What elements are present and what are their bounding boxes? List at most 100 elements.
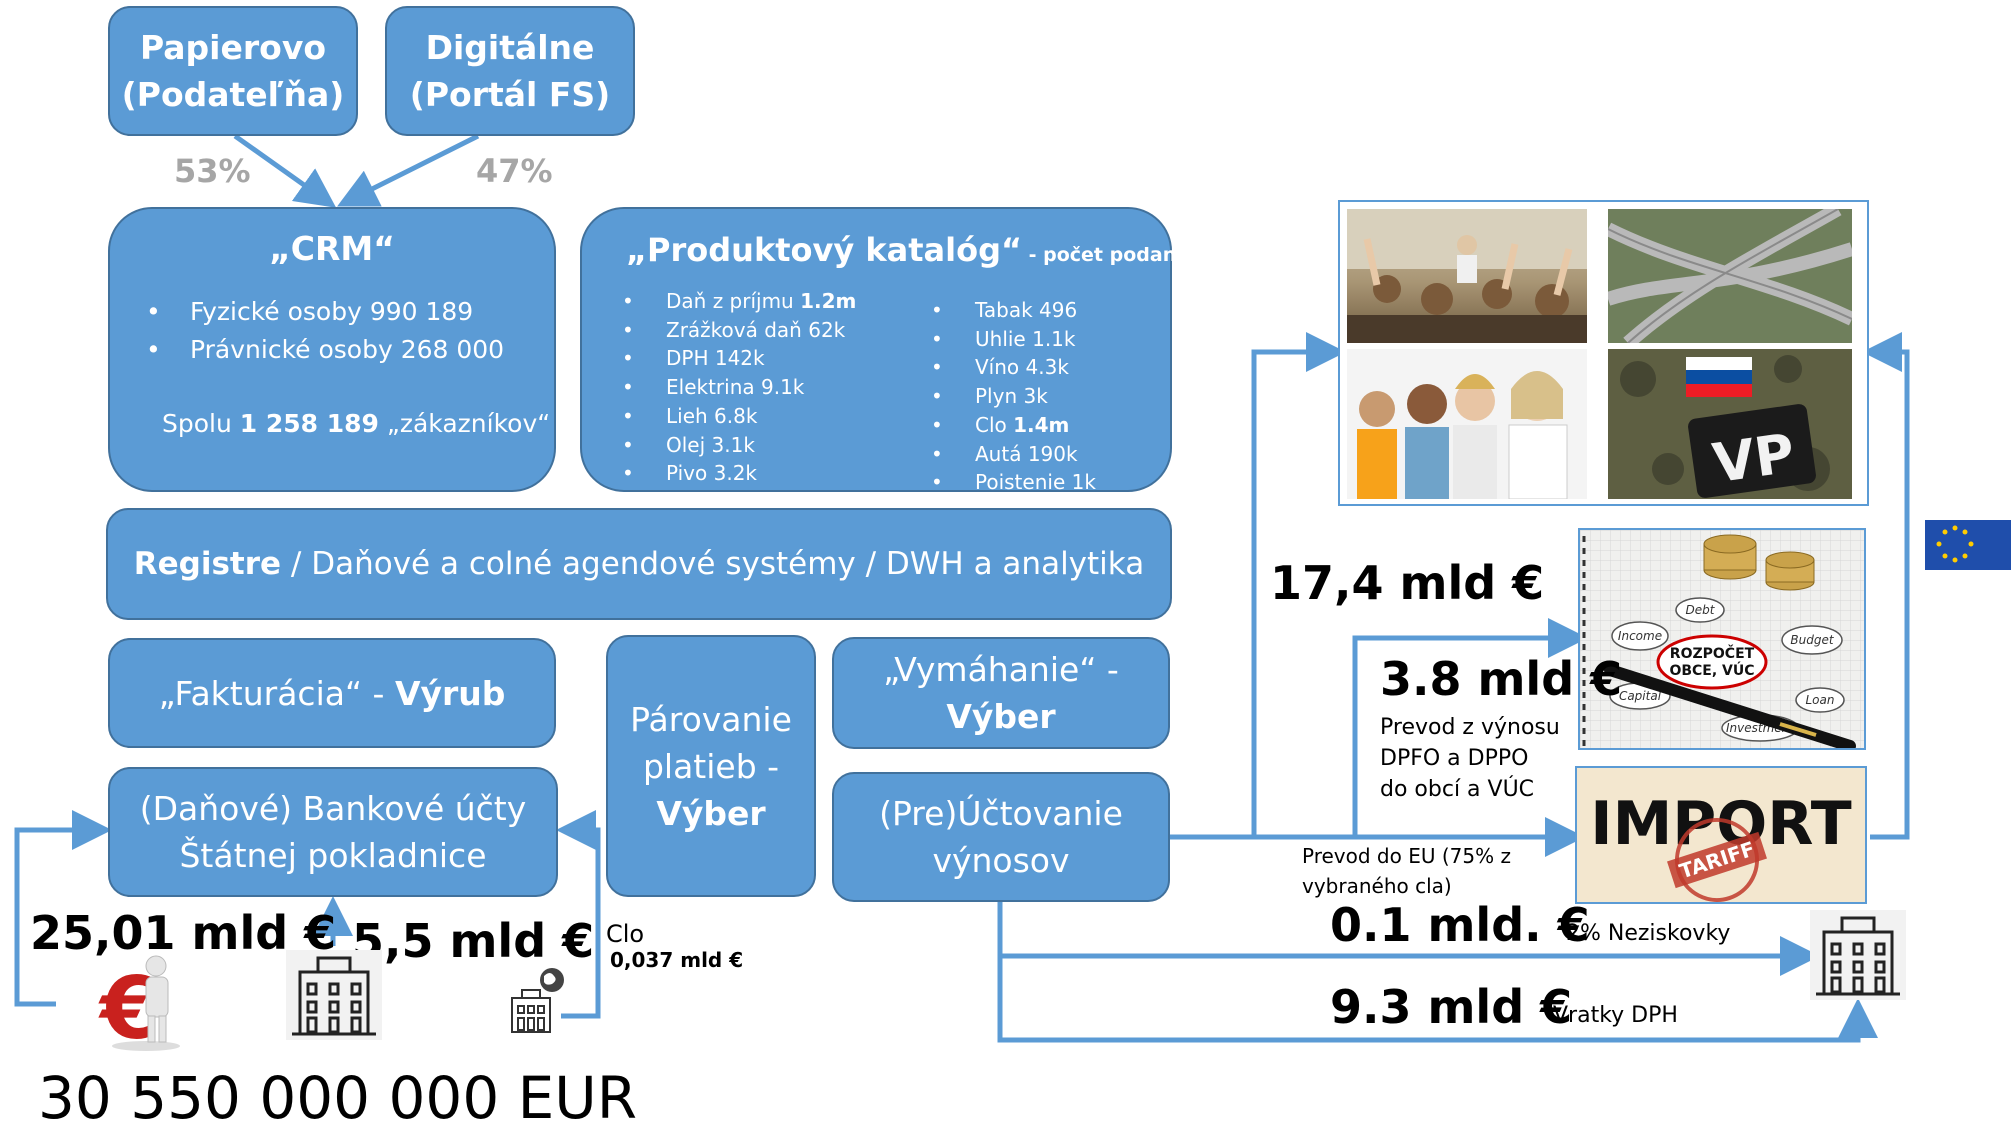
catalog-item: DPH 142k — [618, 344, 856, 373]
catalog-item: Elektrina 9.1k — [618, 373, 856, 402]
catalog-item: Poistenie 1k — [927, 468, 1096, 497]
crm-total-value: 1 258 189 — [239, 409, 379, 438]
crm-title: „CRM“ — [269, 229, 395, 268]
enforcement-bold: Výber — [946, 697, 1056, 736]
vp-badge-text: VP — [1709, 421, 1798, 495]
municipal-note-line: do obcí a VÚC — [1380, 777, 1535, 802]
catalog-left-list: Daň z príjmu 1.2mZrážková daň 62kDPH 142… — [618, 287, 856, 488]
catalog-item-label: Zrážková daň 62k — [666, 317, 846, 342]
registers-rest: / Daňové a colné agendové systémy / DWH … — [281, 546, 1145, 582]
catalog-item-label: Poistenie 1k — [975, 470, 1096, 495]
catalog-item-label: Clo — [975, 412, 1014, 437]
catalog-item: Víno 4.3k — [927, 353, 1096, 382]
bank-accounts-line1: (Daňové) Bankové účty — [139, 789, 527, 828]
catalog-item: Lieh 6.8k — [618, 402, 856, 431]
municipal-amount: 3.8 mld € — [1380, 652, 1623, 706]
bank-accounts-box: (Daňové) Bankové účty Štátnej pokladnice — [108, 767, 558, 897]
catalog-item-value: 1.2m — [800, 289, 857, 313]
budget-word: Income — [1618, 629, 1662, 643]
channel-paper-line2: (Podateľňa) — [121, 75, 345, 114]
matching-line1: Párovanie — [630, 699, 792, 739]
building-icon — [286, 950, 382, 1040]
crm-total-suffix: „zákazníkov“ — [378, 409, 551, 438]
crm-box: „CRM“ Fyzické osoby 990 189 Právnické os… — [108, 207, 556, 492]
eu-note-line: Prevod do EU (75% z — [1302, 844, 1511, 868]
budget-amount: 17,4 mld € — [1270, 556, 1545, 610]
catalog-item: Tabak 496 — [927, 296, 1096, 325]
vat-amount: 9.3 mld € — [1330, 980, 1573, 1034]
budget-word: Debt — [1686, 603, 1716, 617]
catalog-item: Zrážková daň 62k — [618, 316, 856, 345]
catalog-item-label: Olej 3.1k — [666, 432, 755, 457]
registers-bar: Registre / Daňové a colné agendové systé… — [106, 508, 1172, 620]
matching-box: Párovanie platieb - Výber — [606, 635, 816, 897]
crm-item: Fyzické osoby 990 189 — [142, 293, 504, 331]
catalog-item-label: Pivo 3.2k — [666, 461, 757, 486]
eu-transfer-note: Prevod do EU (75% z vybraného cla) — [1302, 841, 1511, 901]
accounting-line2: výnosov — [932, 841, 1070, 880]
catalog-item: Daň z príjmu 1.2m — [618, 287, 856, 316]
catalog-item-label: Víno 4.3k — [975, 355, 1069, 380]
enforcement-line1: „Vymáhanie“ - — [883, 650, 1119, 689]
import-tariff-image: IMPORT TARIFF — [1575, 766, 1867, 904]
health-workers-photo — [1347, 349, 1587, 499]
catalog-item: Uhlie 1.1k — [927, 325, 1096, 354]
military-police-photo: VP — [1608, 349, 1852, 499]
catalog-item-label: Uhlie 1.1k — [975, 326, 1076, 351]
catalog-item: Olej 3.1k — [618, 431, 856, 460]
municipal-budget-image: Debt Income Budget Capital Loan Investme… — [1578, 528, 1866, 750]
registers-bold: Registre — [133, 546, 282, 582]
vat-note: Vratky DPH — [1553, 1003, 1678, 1028]
euro-person-icon: € — [98, 955, 180, 1052]
channel-paper-line1: Papierovo — [139, 28, 326, 67]
budget-word: Budget — [1790, 633, 1834, 647]
channel-digital-box: Digitálne (Portál FS) — [385, 6, 635, 136]
channel-paper-box: Papierovo (Podateľňa) — [108, 6, 358, 136]
enforcement-box: „Vymáhanie“ - Výber — [832, 637, 1170, 749]
municipal-note-line: DPFO a DPPO — [1380, 746, 1529, 771]
budget-word: Loan — [1806, 693, 1835, 707]
catalog-item: Pivo 3.2k — [618, 459, 856, 488]
individuals-amount: 25,01 mld € — [30, 906, 337, 960]
budget-card-line2: OBCE, VÚC — [1669, 661, 1754, 679]
matching-bold: Výber — [656, 793, 766, 833]
crm-total: Spolu 1 258 189 „zákazníkov“ — [162, 409, 550, 438]
customs-value: 0,037 mld € — [610, 948, 744, 972]
budget-card-line1: ROZPOČET — [1670, 644, 1755, 662]
channel-digital-line1: Digitálne — [425, 28, 595, 67]
public-services-collage: VP — [1338, 200, 1869, 506]
catalog-item-label: DPH 142k — [666, 346, 765, 371]
municipal-note-line: Prevod z výnosu — [1380, 715, 1560, 740]
ngo-amount: 0.1 mld. € — [1330, 898, 1590, 952]
crm-item: Právnické osoby 268 000 — [142, 331, 504, 369]
catalog-item-label: Tabak 496 — [975, 298, 1078, 322]
budget-word: Capital — [1619, 689, 1662, 703]
catalog-item-label: Plyn 3k — [975, 384, 1048, 409]
companies-amount: 5,5 mld € — [352, 914, 595, 968]
catalog-item-label: Elektrina 9.1k — [666, 375, 805, 400]
catalog-item: Clo 1.4m — [927, 411, 1096, 440]
crm-list: Fyzické osoby 990 189 Právnické osoby 26… — [142, 293, 504, 369]
building-icon — [1810, 910, 1906, 1000]
bank-accounts-line2: Štátnej pokladnice — [179, 836, 487, 875]
billing-box: „Fakturácia“ - Výrub — [108, 638, 556, 748]
building-globe-icon — [511, 968, 564, 1033]
billing-bold: Výrub — [394, 673, 506, 713]
crm-total-prefix: Spolu — [162, 409, 240, 438]
catalog-right-list: Tabak 496Uhlie 1.1kVíno 4.3kPlyn 3kClo 1… — [927, 296, 1096, 497]
highway-photo — [1608, 209, 1852, 343]
catalog-title: „Produktový katalóg“ — [626, 231, 1023, 269]
accounting-line1: (Pre)Účtovanie — [879, 794, 1123, 833]
catalog-item-value: 1.4m — [1013, 412, 1070, 437]
ngo-note: 2% Neziskovky — [1566, 921, 1731, 946]
catalog-box: „Produktový katalóg“ - počet podaní Daň … — [580, 207, 1183, 497]
eu-note-line: vybraného cla) — [1302, 874, 1452, 898]
catalog-item-label: Autá 190k — [975, 441, 1078, 466]
catalog-subtitle: - počet podaní — [1022, 244, 1183, 266]
catalog-item: Autá 190k — [927, 440, 1096, 469]
paper-percentage: 53% — [174, 152, 251, 190]
catalog-item: Plyn 3k — [927, 382, 1096, 411]
revenue-accounting-box: (Pre)Účtovanie výnosov — [832, 772, 1170, 902]
total-amount: 30 550 000 000 EUR — [38, 1064, 638, 1132]
